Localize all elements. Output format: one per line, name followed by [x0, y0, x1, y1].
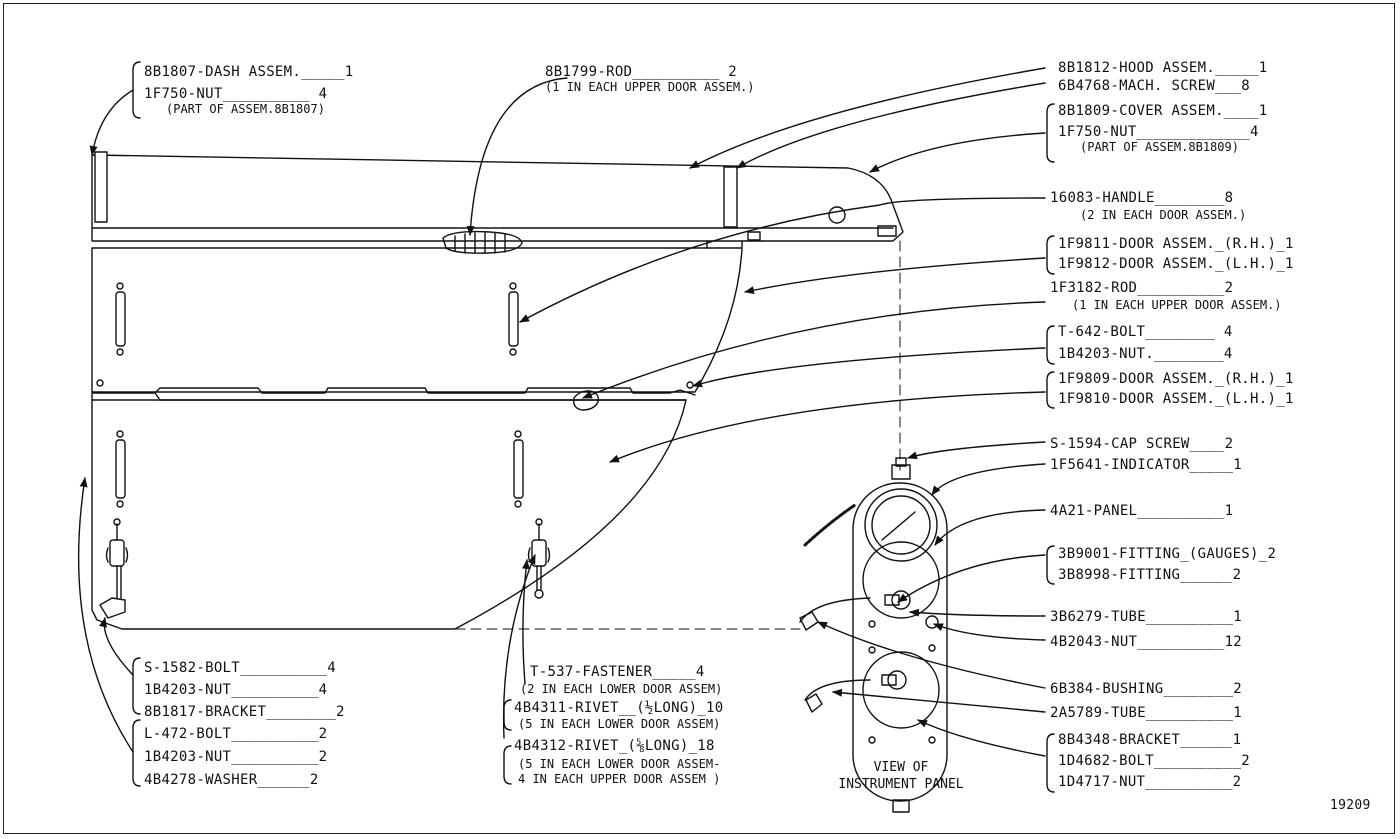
label-rivet-4311: 4B4311-RIVET__(½LONG)_10: [514, 700, 724, 716]
label-mach-screw: 6B4768-MACH. SCREW___8: [1058, 78, 1251, 94]
drawing-frame: [3, 3, 1395, 834]
label-cap-screw: S-1594-CAP SCREW____2: [1050, 436, 1234, 452]
note-rivet-4312-a: (5 IN EACH LOWER DOOR ASSEM-: [518, 757, 721, 771]
label-fitting-gauges: 3B9001-FITTING_(GAUGES)_2: [1058, 546, 1277, 562]
label-door-lh-lower: 1F9810-DOOR ASSEM._(L.H.)_1: [1058, 391, 1294, 407]
label-door-rh-upper: 1F9811-DOOR ASSEM._(R.H.)_1: [1058, 236, 1294, 252]
upper-door: [91, 230, 743, 393]
note-rod-right: (1 IN EACH UPPER DOOR ASSEM.): [1072, 298, 1282, 312]
lower-door: [91, 387, 696, 630]
label-l472-nut: 1B4203-NUT__________2: [144, 749, 328, 765]
label-washer: 4B4278-WASHER______2: [144, 772, 319, 788]
hood-assembly: [91, 151, 904, 249]
label-l472-bolt: L-472-BOLT__________2: [144, 726, 328, 742]
label-tube-1: 3B6279-TUBE__________1: [1050, 609, 1243, 625]
instrument-panel: [799, 457, 948, 813]
note-handle: (2 IN EACH DOOR ASSEM.): [1080, 208, 1247, 222]
label-fitting: 3B8998-FITTING______2: [1058, 567, 1242, 583]
label-bracket-1817: 8B1817-BRACKET________2: [144, 704, 345, 720]
label-rod-top: 8B1799-ROD__________ 2: [545, 64, 738, 80]
label-fastener: T-537-FASTENER_____4: [530, 664, 705, 680]
label-s1582-nut: 1B4203-NUT__________4: [144, 682, 328, 698]
label-hood-assem: 8B1812-HOOD ASSEM._____1: [1058, 60, 1268, 76]
note-dash: (PART OF ASSEM.8B1807): [166, 102, 325, 116]
label-rod-right: 1F3182-ROD__________2: [1050, 280, 1234, 296]
label-indicator: 1F5641-INDICATOR_____1: [1050, 457, 1243, 473]
note-rivet-4311: (5 IN EACH LOWER DOOR ASSEM): [518, 717, 721, 731]
caption-line-2: INSTRUMENT PANEL: [838, 777, 964, 792]
label-s1582-bolt: S-1582-BOLT__________4: [144, 660, 337, 676]
label-nut-4717: 1D4717-NUT__________2: [1058, 774, 1242, 790]
note-rivet-4312-b: 4 IN EACH UPPER DOOR ASSEM ): [518, 772, 721, 786]
label-bushing: 6B384-BUSHING________2: [1050, 681, 1243, 697]
label-dash-assem: 8B1807-DASH ASSEM._____1: [144, 64, 354, 80]
label-door-lh-upper: 1F9812-DOOR ASSEM._(L.H.)_1: [1058, 256, 1294, 272]
label-handle: 16083-HANDLE________8: [1050, 190, 1234, 206]
label-bracket-4348: 8B4348-BRACKET______1: [1058, 732, 1242, 748]
note-cover: (PART OF ASSEM.8B1809): [1080, 140, 1239, 154]
label-bolt-4682: 1D4682-BOLT__________2: [1058, 753, 1251, 769]
label-t642-nut: 1B4203-NUT.________4: [1058, 346, 1233, 362]
label-door-rh-lower: 1F9809-DOOR ASSEM._(R.H.)_1: [1058, 371, 1294, 387]
label-t642-bolt: T-642-BOLT________ 4: [1058, 324, 1233, 340]
figure-number: 19209: [1330, 798, 1371, 813]
note-fastener: (2 IN EACH LOWER DOOR ASSEM): [520, 682, 723, 696]
label-tube-2: 2A5789-TUBE__________1: [1050, 705, 1243, 721]
caption-line-1: VIEW OF: [873, 760, 929, 775]
label-rivet-4312: 4B4312-RIVET_(⅝LONG)_18: [514, 738, 715, 754]
label-cover-nut: 1F750-NUT_____________4: [1058, 124, 1259, 140]
label-dash-nut: 1F750-NUT__________ 4: [144, 86, 328, 102]
label-nut-12: 4B2043-NUT__________12: [1050, 634, 1243, 650]
label-cover-assem: 8B1809-COVER ASSEM.____1: [1058, 103, 1268, 119]
label-panel: 4A21-PANEL__________1: [1050, 503, 1234, 519]
note-rod-top: (1 IN EACH UPPER DOOR ASSEM.): [545, 80, 755, 94]
